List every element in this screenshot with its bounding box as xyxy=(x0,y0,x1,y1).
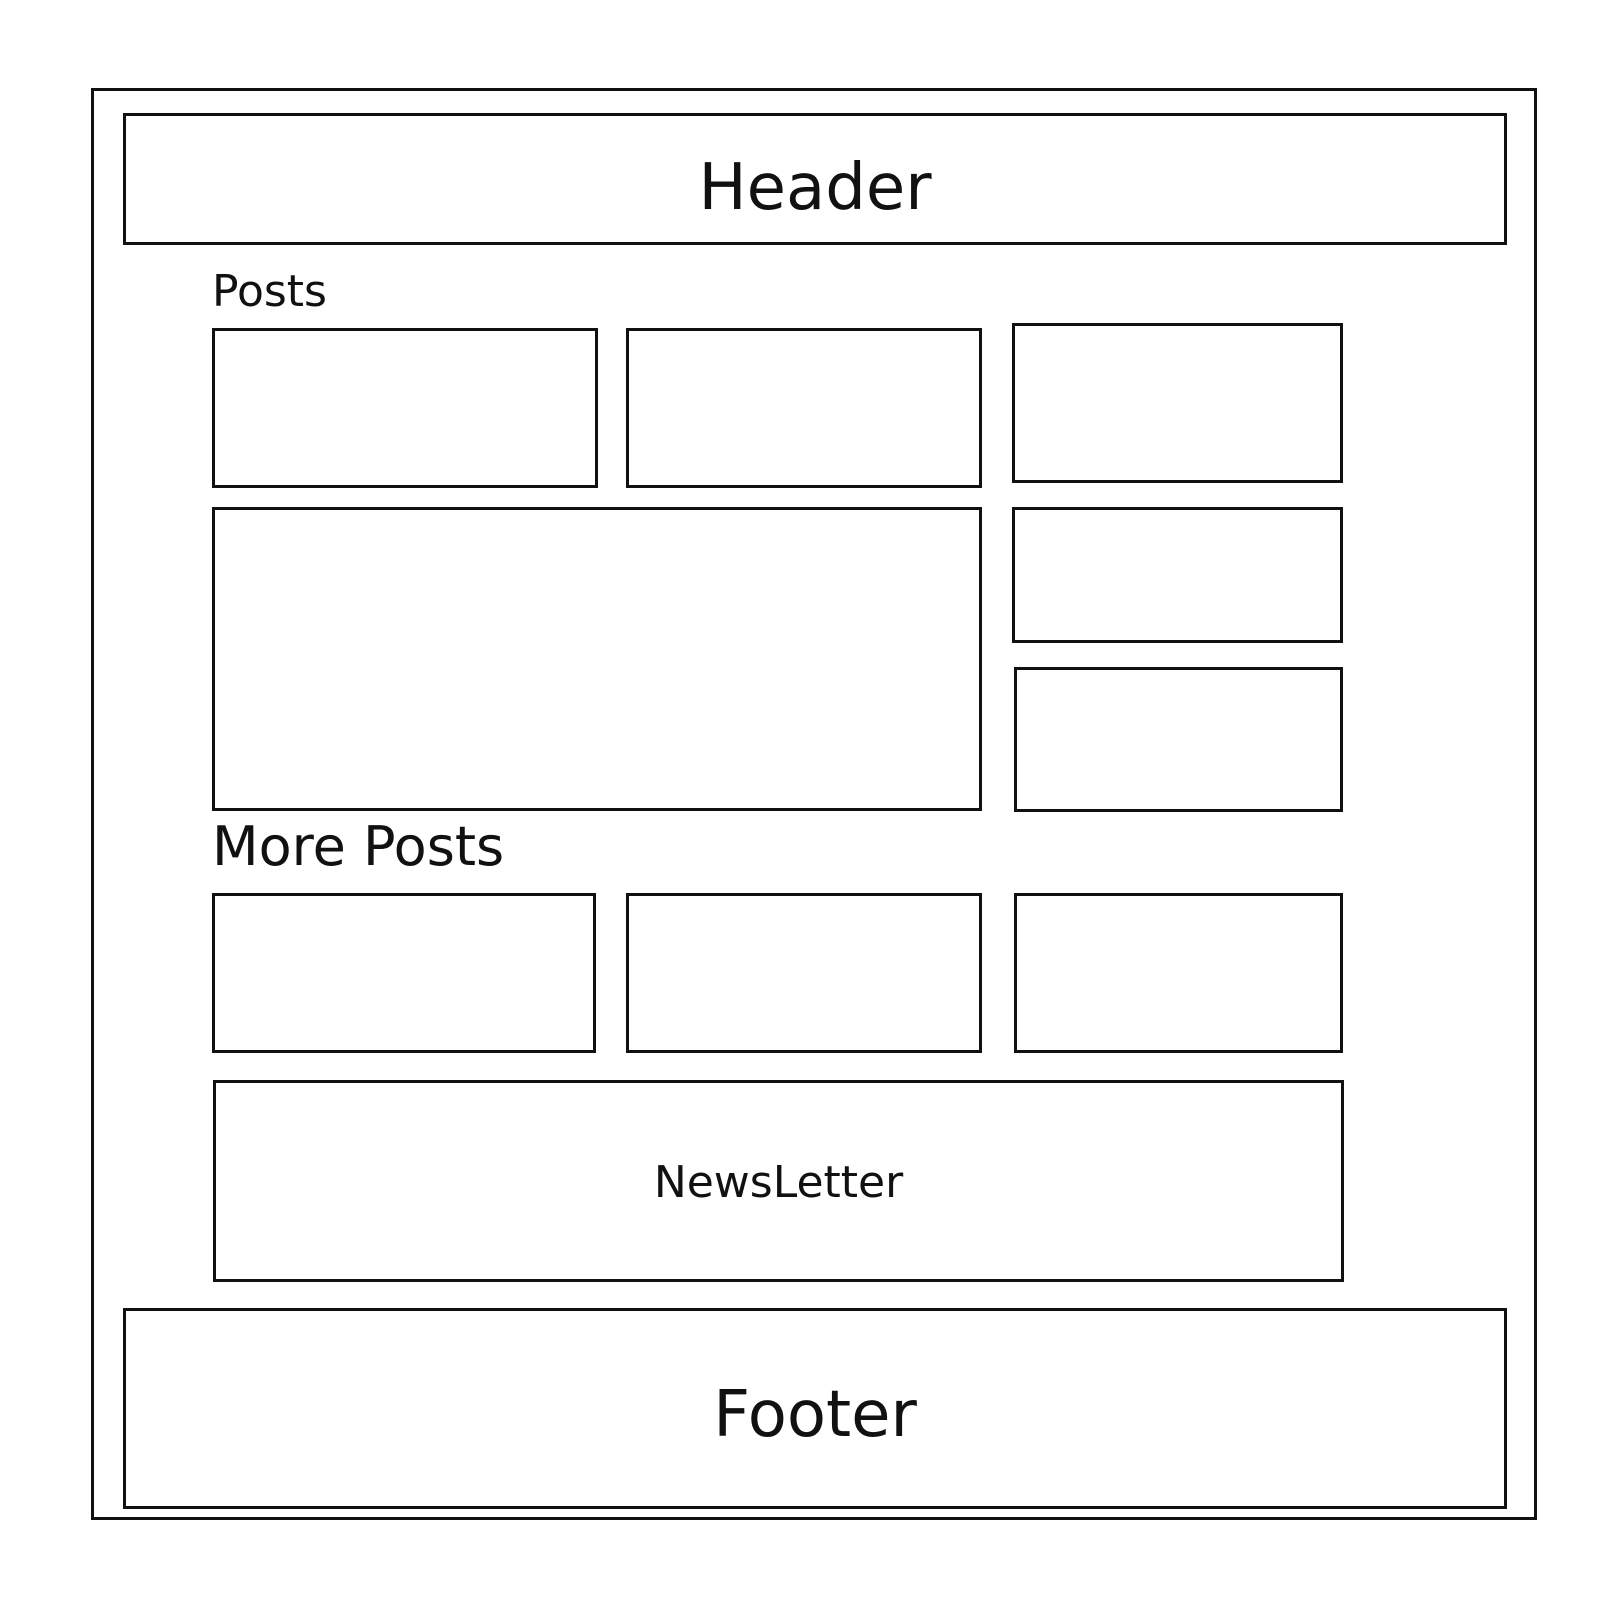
posts-heading: Posts xyxy=(212,266,327,317)
newsletter-label: NewsLetter xyxy=(653,1157,904,1208)
header-block: Header xyxy=(123,113,1507,245)
post-card-5[interactable] xyxy=(1014,667,1343,812)
post-card-3[interactable] xyxy=(1012,323,1343,483)
footer-label: Footer xyxy=(713,1378,917,1452)
more-posts-heading: More Posts xyxy=(212,815,505,878)
post-card-4[interactable] xyxy=(1012,507,1343,643)
footer-block: Footer xyxy=(123,1308,1507,1509)
header-label: Header xyxy=(698,151,932,225)
post-card-1[interactable] xyxy=(212,328,598,488)
post-card-2[interactable] xyxy=(626,328,982,488)
more-post-card-1[interactable] xyxy=(212,893,596,1053)
more-post-card-2[interactable] xyxy=(626,893,982,1053)
featured-post-card[interactable] xyxy=(212,507,982,811)
more-post-card-3[interactable] xyxy=(1014,893,1343,1053)
newsletter-block[interactable]: NewsLetter xyxy=(213,1080,1344,1282)
